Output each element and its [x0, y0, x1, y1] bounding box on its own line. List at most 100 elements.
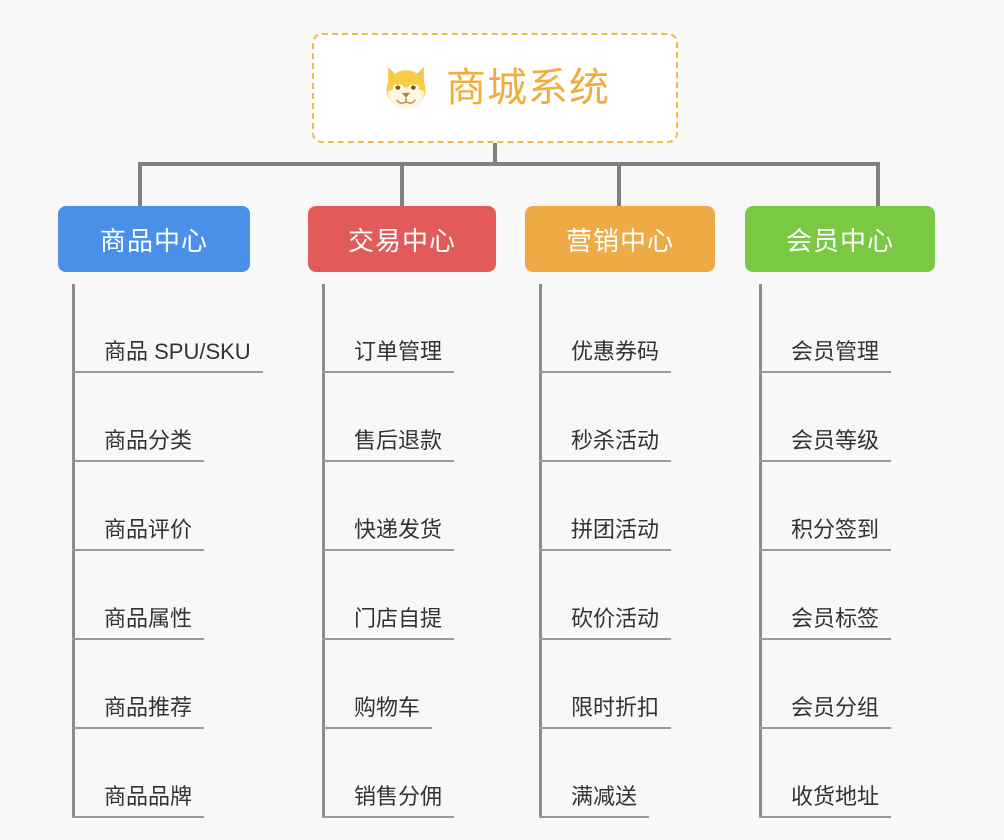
list-item[interactable]: 门店自提	[322, 551, 518, 640]
leaf-underline	[759, 727, 891, 729]
leaf-underline	[322, 727, 432, 729]
leaf-label: 商品推荐	[104, 694, 193, 720]
list-item[interactable]: 商品属性	[72, 551, 288, 640]
leaf-underline	[322, 638, 454, 640]
leaf-label: 商品品牌	[104, 783, 193, 809]
leaf-underline	[72, 727, 204, 729]
leaf-label: 收货地址	[791, 783, 880, 809]
leaf-label: 积分签到	[791, 516, 880, 542]
leaf-label: 商品分类	[104, 427, 193, 453]
leaf-list-trade: 订单管理 售后退款 快递发货 门店自提 购物车	[308, 284, 518, 818]
list-item[interactable]: 销售分佣	[322, 729, 518, 818]
leaf-label: 商品 SPU/SKU	[104, 338, 251, 364]
leaf-rail	[759, 284, 762, 818]
leaf-underline	[322, 371, 454, 373]
leaf-label: 购物车	[354, 694, 421, 720]
leaf-label: 商品评价	[104, 516, 193, 542]
branch-header-member[interactable]: 会员中心	[745, 206, 935, 272]
list-item[interactable]: 会员标签	[759, 551, 955, 640]
leaf-underline	[72, 816, 204, 818]
leaf-underline	[72, 549, 204, 551]
list-item[interactable]: 满减送	[539, 729, 735, 818]
leaf-label: 商品属性	[104, 605, 193, 631]
leaf-underline	[759, 460, 891, 462]
list-item[interactable]: 售后退款	[322, 373, 518, 462]
branch-header-marketing[interactable]: 营销中心	[525, 206, 715, 272]
list-item[interactable]: 限时折扣	[539, 640, 735, 729]
list-item[interactable]: 会员等级	[759, 373, 955, 462]
root-title: 商城系统	[446, 66, 610, 110]
leaf-label: 销售分佣	[354, 783, 443, 809]
leaf-label: 门店自提	[354, 605, 443, 631]
connector-drop-branch-4	[876, 162, 880, 206]
branch-header-label: 会员中心	[785, 225, 894, 256]
leaf-label: 秒杀活动	[571, 427, 660, 453]
leaf-underline	[539, 549, 671, 551]
list-item[interactable]: 优惠券码	[539, 284, 735, 373]
leaf-list-member: 会员管理 会员等级 积分签到 会员标签 会员分组	[745, 284, 955, 818]
list-item[interactable]: 快递发货	[322, 462, 518, 551]
list-item[interactable]: 订单管理	[322, 284, 518, 373]
list-item[interactable]: 会员管理	[759, 284, 955, 373]
list-item[interactable]: 拼团活动	[539, 462, 735, 551]
leaf-underline	[72, 371, 263, 373]
branch-header-label: 交易中心	[347, 225, 456, 256]
leaf-label: 快递发货	[354, 516, 443, 542]
leaf-label: 优惠券码	[571, 338, 660, 364]
connector-drop-branch-2	[400, 162, 404, 206]
list-item[interactable]: 砍价活动	[539, 551, 735, 640]
leaf-label: 会员分组	[791, 694, 880, 720]
list-item[interactable]: 秒杀活动	[539, 373, 735, 462]
leaf-label: 限时折扣	[571, 694, 660, 720]
branch-column-marketing: 营销中心 优惠券码 秒杀活动 拼团活动 砍价活动	[525, 206, 735, 818]
list-item[interactable]: 商品推荐	[72, 640, 288, 729]
leaf-rail	[72, 284, 75, 818]
leaf-label: 订单管理	[354, 338, 443, 364]
leaf-list-product: 商品 SPU/SKU 商品分类 商品评价 商品属性 商品推荐	[58, 284, 288, 818]
leaf-label: 砍价活动	[571, 605, 660, 631]
list-item[interactable]: 购物车	[322, 640, 518, 729]
leaf-underline	[539, 638, 671, 640]
branch-header-trade[interactable]: 交易中心	[308, 206, 496, 272]
branch-column-trade: 交易中心 订单管理 售后退款 快递发货 门店自提	[308, 206, 518, 818]
leaf-rail	[322, 284, 325, 818]
branch-column-product: 商品中心 商品 SPU/SKU 商品分类 商品评价 商品属性	[58, 206, 288, 818]
connector-drop-branch-1	[138, 162, 142, 206]
leaf-underline	[322, 816, 454, 818]
leaf-label: 会员管理	[791, 338, 880, 364]
leaf-underline	[322, 460, 454, 462]
branch-column-member: 会员中心 会员管理 会员等级 积分签到 会员标签	[745, 206, 955, 818]
branch-header-label: 营销中心	[565, 225, 674, 256]
list-item[interactable]: 会员分组	[759, 640, 955, 729]
list-item[interactable]: 积分签到	[759, 462, 955, 551]
leaf-underline	[539, 727, 671, 729]
root-node[interactable]: 商城系统	[312, 33, 678, 143]
shiba-dog-face-icon	[386, 66, 426, 111]
list-item[interactable]: 商品分类	[72, 373, 288, 462]
leaf-underline	[539, 371, 671, 373]
leaf-label: 满减送	[571, 783, 638, 809]
leaf-underline	[759, 549, 891, 551]
list-item[interactable]: 商品品牌	[72, 729, 288, 818]
leaf-underline	[759, 638, 891, 640]
leaf-label: 会员标签	[791, 605, 880, 631]
leaf-rail	[539, 284, 542, 818]
leaf-underline	[72, 460, 204, 462]
branch-header-label: 商品中心	[99, 225, 208, 256]
leaf-list-marketing: 优惠券码 秒杀活动 拼团活动 砍价活动 限时折扣	[525, 284, 735, 818]
leaf-underline	[539, 460, 671, 462]
leaf-label: 拼团活动	[571, 516, 660, 542]
list-item[interactable]: 收货地址	[759, 729, 955, 818]
leaf-underline	[72, 638, 204, 640]
list-item[interactable]: 商品 SPU/SKU	[72, 284, 288, 373]
leaf-underline	[759, 371, 891, 373]
branch-header-product[interactable]: 商品中心	[58, 206, 250, 272]
leaf-underline	[322, 549, 454, 551]
list-item[interactable]: 商品评价	[72, 462, 288, 551]
leaf-label: 会员等级	[791, 427, 880, 453]
leaf-label: 售后退款	[354, 427, 443, 453]
connector-drop-branch-3	[617, 162, 621, 206]
leaf-underline	[539, 816, 649, 818]
connector-horizontal-bar	[138, 162, 880, 166]
